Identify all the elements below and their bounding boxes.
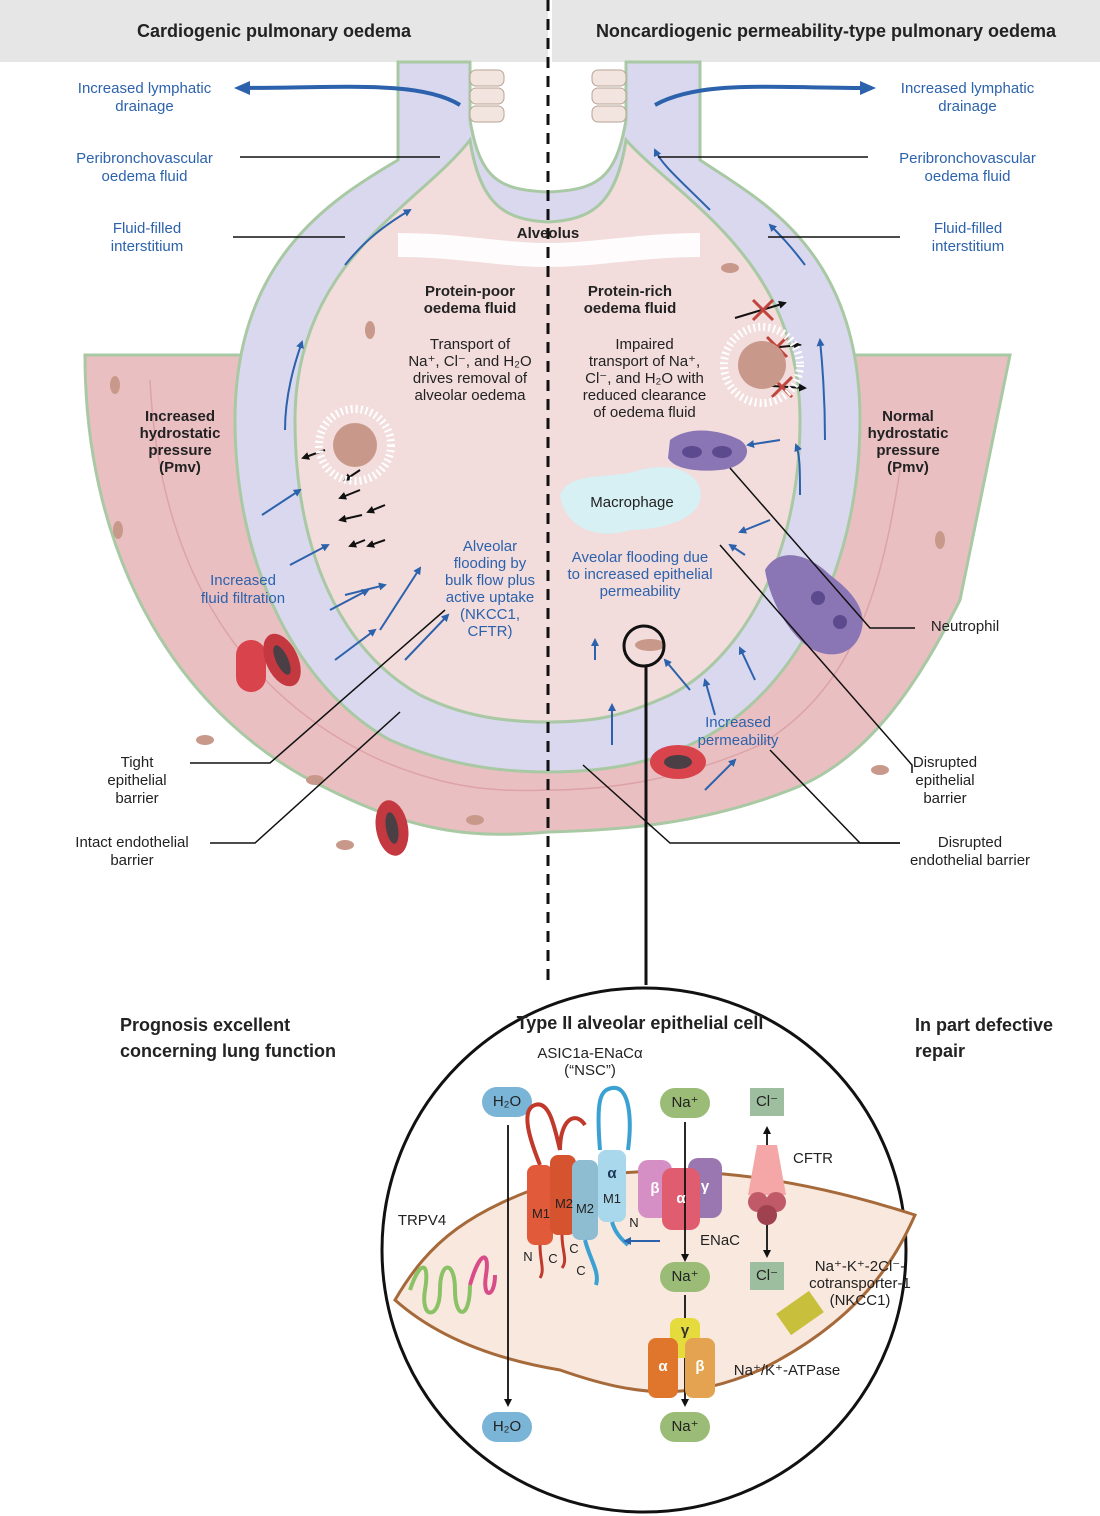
na-bottom-label: Na⁺ <box>671 1418 699 1435</box>
asic-m1-blue-label: M1 <box>602 1191 622 1206</box>
cell-title: Type II alveolar epithelial cell <box>516 1013 764 1033</box>
asic1a-enac-channel <box>525 1085 632 1286</box>
na-bottom <box>660 1412 710 1442</box>
alveolus-label: Alveolus <box>516 225 580 242</box>
cl-top-label: Cl⁻ <box>755 1093 779 1110</box>
asic-m1-red-label: M1 <box>531 1206 551 1221</box>
lymphatic-arrow-left <box>234 80 462 107</box>
header-right: Noncardiogenic permeability-type pulmona… <box>552 0 1100 62</box>
na-k-atpase <box>648 1318 715 1398</box>
type-ii-cell-left <box>315 405 395 485</box>
na-top <box>660 1088 710 1118</box>
asic-n-red-label: N <box>523 1249 533 1264</box>
h2o-bottom <box>482 1412 532 1442</box>
header-left: Cardiogenic pulmonary oedema <box>0 0 548 62</box>
magnifier-ring <box>622 624 666 668</box>
neutrophil-vessel <box>765 555 863 655</box>
asic-m2-red-label: M2 <box>554 1196 574 1211</box>
atpase-label: Na⁺/K⁺-ATPase <box>733 1362 841 1379</box>
h2o-top-label: H₂O <box>492 1093 522 1110</box>
red-blood-cells <box>236 633 706 856</box>
trpv4-label: TRPV4 <box>397 1212 447 1229</box>
cl-bottom-label: Cl⁻ <box>755 1267 779 1284</box>
nkcc1-label: Na⁺-K⁺-2Cl⁻-cotransporter-1(NKCC1) <box>809 1258 911 1309</box>
lymphatic-arrow-right <box>654 80 876 107</box>
nkcc1-transporter <box>776 1290 824 1336</box>
trpv4-channel <box>408 1255 497 1315</box>
asic-c-blue-label: C <box>576 1263 586 1278</box>
enac-alpha-label: α <box>676 1190 686 1207</box>
cl-top <box>750 1088 784 1116</box>
asic-n-blue-label: N <box>629 1215 639 1230</box>
cftr-channel <box>748 1145 786 1225</box>
na-top-label: Na⁺ <box>671 1094 699 1111</box>
asic-alpha-label: α <box>607 1165 617 1182</box>
na-middle <box>660 1262 710 1292</box>
asic-m2-blue-label: M2 <box>575 1201 595 1216</box>
atpase-alpha-label: α <box>658 1358 668 1375</box>
type-ii-cell-right <box>720 323 804 407</box>
na-middle-label: Na⁺ <box>671 1268 699 1285</box>
enac-label: ENaC <box>699 1232 740 1249</box>
alveolus-airspace <box>293 136 802 724</box>
enac-gamma-label: γ <box>700 1178 710 1195</box>
neutrophil-alveolus <box>668 430 748 471</box>
h2o-bottom-label: H₂O <box>492 1418 522 1435</box>
enac-beta-label: β <box>650 1180 660 1197</box>
macrophage <box>560 467 701 534</box>
asic-c-red2-label: C <box>569 1241 579 1256</box>
macrophage-label: Macrophage <box>590 494 674 511</box>
cftr-label: CFTR <box>793 1150 833 1167</box>
cl-bottom <box>750 1262 784 1290</box>
asic-c-red1-label: C <box>548 1251 558 1266</box>
h2o-top <box>482 1087 532 1117</box>
enac-channel <box>638 1158 722 1230</box>
atpase-gamma-label: γ <box>680 1322 690 1339</box>
neutrophil-label: Neutrophil <box>930 618 1000 635</box>
atpase-beta-label: β <box>695 1358 705 1375</box>
asic-label: ASIC1a-ENaCα(“NSC”) <box>537 1045 643 1079</box>
